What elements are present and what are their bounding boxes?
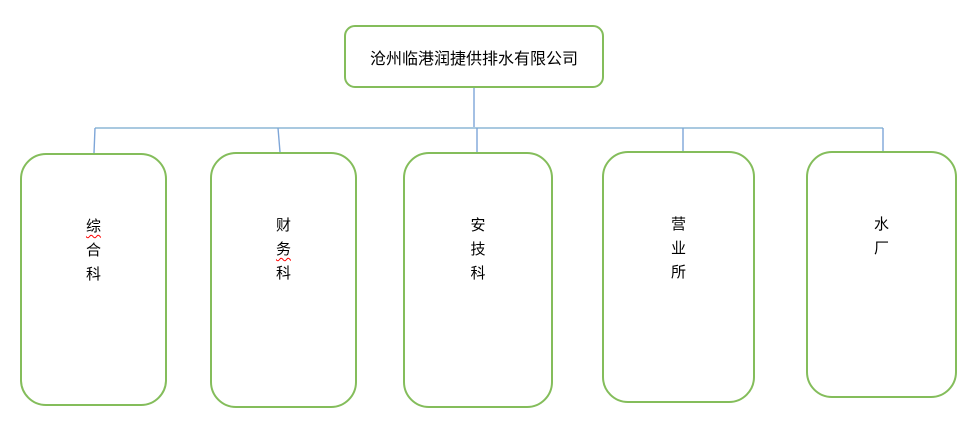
- dept-label-char: 综: [85, 219, 101, 235]
- dept-label-water-plant: 水厂: [808, 153, 955, 261]
- dept-box-general-affairs[interactable]: 综合科: [20, 153, 167, 406]
- org-root-label: 沧州临港润捷供排水有限公司: [369, 50, 578, 68]
- dept-label-char: 所: [670, 265, 686, 281]
- dept-label-char: 水: [873, 217, 889, 233]
- dept-label-char: 营: [670, 217, 686, 233]
- dept-label-char: 厂: [873, 241, 889, 257]
- connector-drop-1: [93, 127, 96, 154]
- dept-label-char: 科: [470, 266, 486, 282]
- dept-label-char: 业: [670, 241, 686, 257]
- org-root-box[interactable]: 沧州临港润捷供排水有限公司: [344, 25, 604, 88]
- dept-label-safety-tech: 安技科: [405, 154, 551, 286]
- dept-box-business-office[interactable]: 营业所: [602, 151, 755, 403]
- dept-box-finance[interactable]: 财务科: [210, 152, 357, 408]
- dept-box-water-plant[interactable]: 水厂: [806, 151, 957, 398]
- dept-label-char: 财: [275, 218, 291, 234]
- dept-label-finance: 财务科: [212, 154, 355, 286]
- dept-label-business-office: 营业所: [604, 153, 753, 285]
- connector-drop-2: [277, 127, 281, 153]
- dept-label-general-affairs: 综合科: [22, 155, 165, 287]
- dept-label-char: 技: [470, 242, 486, 258]
- dept-label-char: 科: [275, 266, 291, 282]
- dept-label-char: 安: [470, 218, 486, 234]
- dept-box-safety-tech[interactable]: 安技科: [403, 152, 553, 408]
- dept-label-char: 务: [275, 242, 291, 258]
- dept-label-char: 科: [85, 267, 101, 283]
- dept-label-char: 合: [85, 243, 101, 259]
